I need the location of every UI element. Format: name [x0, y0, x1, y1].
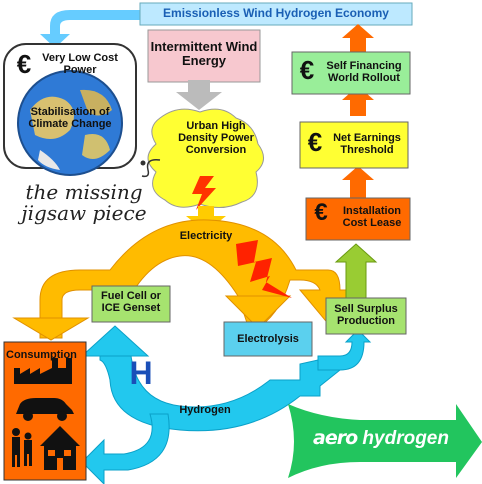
electrolysis-box-shape	[223, 321, 313, 357]
net-earnings-euro-icon: €	[307, 127, 323, 157]
family-icon	[12, 428, 32, 467]
brand-arrow-shape	[288, 404, 482, 478]
electrolysis-label: Electrolysis	[237, 333, 299, 345]
electrolysis-to-sell-arrow	[317, 329, 372, 371]
factory-icon	[14, 358, 72, 384]
very-low-cost-label: Very Low Cost Power	[42, 52, 118, 77]
missing-piece-pointer	[141, 158, 161, 178]
hydrogen-label: Hydrogen	[179, 404, 231, 416]
consumption-label: Consumption	[6, 349, 77, 361]
title-return-arrow	[40, 10, 140, 48]
wind-down-arrow	[176, 80, 222, 110]
installation-euro-icon: €	[314, 199, 328, 226]
net-earnings-label: Net Earnings Threshold	[333, 132, 401, 157]
installation-label: Installation Cost Lease	[342, 205, 402, 230]
installation-box-shape	[305, 197, 411, 241]
brand-prefix: aero	[313, 427, 358, 449]
net-earnings-box-shape	[299, 121, 409, 169]
electricity-left-arrowhead	[12, 317, 90, 341]
diagram-title: Emissionless Wind Hydrogen Economy	[163, 6, 389, 20]
car-icon	[16, 398, 74, 421]
install-up-arrow	[342, 166, 374, 198]
self-financing-box-shape	[291, 51, 411, 95]
fuel-cell-box-shape	[91, 285, 171, 323]
house-icon	[40, 426, 80, 470]
sell-up-arrow	[334, 243, 378, 299]
h-letter: H	[129, 355, 153, 391]
title-banner-shape	[139, 2, 413, 26]
lightning-icon-small	[192, 176, 216, 210]
electricity-label: Electricity	[179, 230, 233, 242]
missing-piece-label: the missing jigsaw piece	[21, 180, 147, 225]
hydrogen-down-arrow	[81, 413, 170, 484]
urban-down-arrow	[186, 206, 226, 232]
lightning-icon-large	[236, 240, 292, 298]
sell-surplus-label: Sell Surplus Production	[334, 303, 398, 328]
fuel-cell-label: Fuel Cell or ICE Genset	[101, 290, 161, 315]
electricity-mid-arrowhead	[224, 295, 292, 329]
intermittent-wind-label: Intermittent Wind Energy	[150, 39, 258, 69]
brand-suffix: hydrogen	[362, 428, 449, 449]
stabilisation-label: Stabilisation of Climate Change	[28, 106, 112, 131]
self-financing-euro-icon: €	[299, 55, 315, 85]
hydrogen-arc	[99, 339, 341, 432]
jigsaw-piece-shape	[147, 108, 264, 208]
self-financing-label: Self Financing World Rollout	[326, 60, 402, 85]
self-up-arrow	[342, 24, 374, 52]
sell-surplus-box-shape	[325, 297, 407, 335]
euro-icon: €	[16, 49, 32, 79]
electricity-arc	[39, 219, 362, 339]
globe-icon	[17, 70, 123, 176]
urban-conversion-label: Urban High Density Power Conversion	[178, 120, 254, 157]
wind-box-shape	[147, 29, 261, 83]
brand-logo: aero hydrogen	[306, 428, 456, 450]
hydrogen-up-arrowhead	[80, 325, 150, 357]
